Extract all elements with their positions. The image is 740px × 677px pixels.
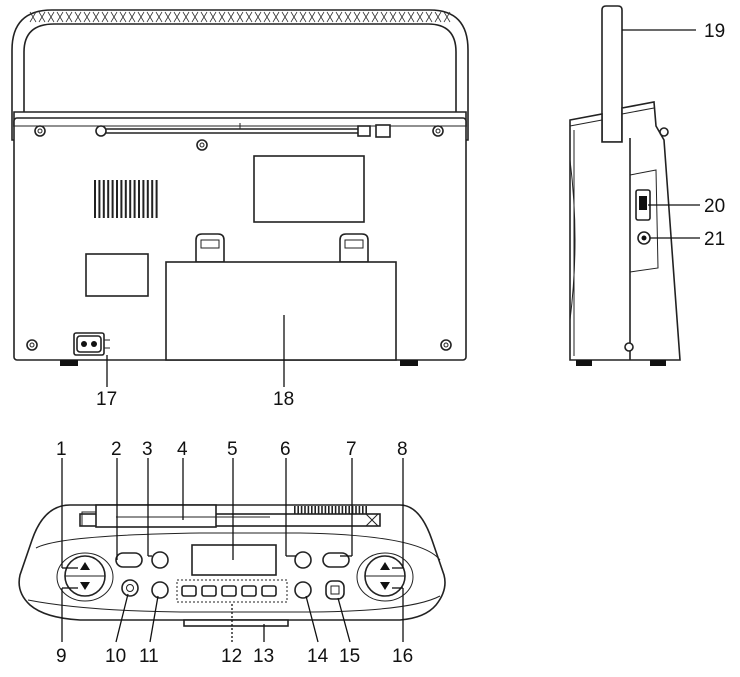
callout-6: 6 (280, 439, 291, 460)
callout-10: 10 (105, 646, 126, 667)
callout-4: 4 (177, 439, 188, 460)
callout-5: 5 (227, 439, 238, 460)
headphone-jack (637, 231, 651, 245)
side-body (569, 101, 681, 361)
callout-21: 21 (704, 229, 725, 250)
select-button (151, 581, 169, 599)
antenna-folded (95, 123, 391, 138)
side-view: 19 20 21 (569, 5, 725, 366)
callout-leaders (61, 458, 404, 643)
alarm-button (325, 580, 345, 600)
rating-label-plate (253, 155, 365, 223)
power-switch (635, 189, 651, 221)
callout-16: 16 (392, 646, 413, 667)
memory-button (294, 551, 312, 569)
callout-1: 1 (56, 439, 67, 460)
handle-grip-pattern (29, 11, 451, 23)
callout-20: 20 (704, 196, 725, 217)
callout-14: 14 (307, 646, 329, 667)
screw-icon (26, 125, 452, 351)
tuning-dial (364, 555, 406, 597)
speaker-vents (94, 180, 158, 218)
preset-button-group (176, 579, 288, 603)
side-foot-right (650, 360, 666, 366)
callout-17: 17 (96, 389, 117, 410)
callout-11: 11 (139, 646, 159, 667)
rear-foot-left (60, 360, 78, 366)
battery-compartment-cover (165, 261, 397, 361)
power-button (121, 579, 139, 597)
side-foot-left (576, 360, 592, 366)
top-view: 1 2 3 4 5 6 7 8 9 10 11 12 13 14 15 16 (18, 439, 446, 667)
band-button (322, 552, 350, 568)
callout-2: 2 (111, 439, 122, 460)
callout-7: 7 (346, 439, 357, 460)
callout-9: 9 (56, 646, 67, 667)
scan-button (294, 581, 312, 599)
callout-3: 3 (142, 439, 153, 460)
callout-19: 19 (704, 21, 725, 42)
callout-15: 15 (339, 646, 360, 667)
ac-power-socket (73, 332, 110, 356)
callout-13: 13 (253, 646, 274, 667)
volume-dial (64, 555, 106, 597)
callout-18: 18 (273, 389, 294, 410)
lcd-display (191, 544, 277, 576)
callout-8: 8 (397, 439, 408, 460)
rear-view: 17 18 (11, 9, 469, 410)
callout-12: 12 (221, 646, 242, 667)
underside-strip (183, 619, 289, 627)
info-label-plate (85, 253, 149, 297)
rear-foot-right (400, 360, 418, 366)
carry-handle (11, 9, 469, 141)
antenna-raised (601, 5, 623, 143)
preset-buttons (181, 585, 277, 597)
mode-button (115, 552, 143, 568)
preset-button (151, 551, 169, 569)
